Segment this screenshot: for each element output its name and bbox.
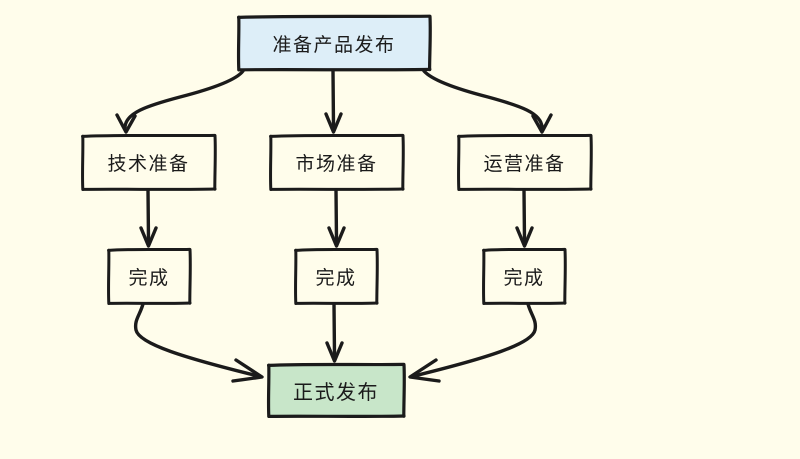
edge-market-to-done2 [327, 188, 346, 248]
edge-root-to-tech [115, 69, 245, 134]
node-shape-release[interactable] [266, 362, 406, 419]
edge-tech-to-done1 [139, 188, 158, 248]
edge-done1-to-release [133, 302, 264, 383]
edge-root-to-ops [422, 69, 553, 134]
edge-done2-to-release [325, 302, 344, 363]
edge-ops-to-done3 [515, 188, 534, 248]
node-shape-done3[interactable] [482, 247, 567, 305]
node-shape-done1[interactable] [107, 247, 192, 305]
edge-done3-to-release [408, 302, 538, 383]
edge-root-to-market [324, 69, 343, 134]
node-shape-tech[interactable] [81, 133, 217, 191]
node-shape-done2[interactable] [294, 247, 379, 305]
node-shape-root[interactable] [236, 14, 432, 72]
node-shape-market[interactable] [269, 133, 405, 191]
node-shape-ops[interactable] [457, 133, 593, 191]
